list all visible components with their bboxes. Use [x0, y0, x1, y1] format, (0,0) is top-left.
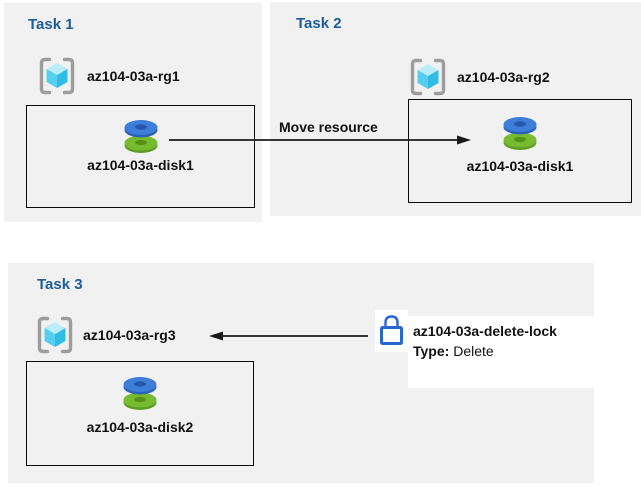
resource-group-icon	[408, 57, 448, 97]
resource-group-name: az104-03a-rg2	[457, 69, 550, 85]
move-resource-arrow	[169, 135, 471, 145]
disk-icon	[121, 374, 159, 412]
resource-box: az104-03a-disk1	[408, 99, 632, 203]
resource-name: az104-03a-disk1	[87, 157, 194, 173]
lock-type: Type: Delete	[413, 343, 494, 359]
lock-arrow	[209, 331, 368, 341]
resource-group-icon	[35, 315, 75, 355]
lock-icon	[375, 310, 408, 352]
lock-type-value: Delete	[453, 343, 494, 359]
lock-type-label: Type:	[413, 343, 450, 359]
disk-icon	[122, 117, 160, 155]
resource-group-name: az104-03a-rg3	[83, 327, 176, 343]
resource-group-icon	[37, 56, 77, 96]
resource-group-name: az104-03a-rg1	[87, 68, 180, 84]
move-resource-label: Move resource	[279, 119, 378, 135]
task1-panel: Task 1 az104-03a-rg1 az104-03a-disk1	[4, 3, 262, 222]
task3-title: Task 3	[37, 276, 83, 293]
disk-icon	[501, 114, 539, 152]
lock-text-background	[408, 316, 598, 388]
resource-box: az104-03a-disk1	[26, 105, 255, 208]
task1-title: Task 1	[28, 16, 74, 33]
resource-box: az104-03a-disk2	[26, 361, 254, 466]
task2-panel: Task 2 az104-03a-rg2 az104-03a-disk1	[270, 2, 641, 216]
resource-name: az104-03a-disk1	[466, 158, 574, 174]
task2-title: Task 2	[296, 15, 342, 32]
lock-name: az104-03a-delete-lock	[413, 323, 557, 339]
task3-panel: Task 3 az104-03a-rg3 az104-03a-disk2	[8, 263, 598, 483]
resource-name: az104-03a-disk2	[86, 419, 194, 435]
